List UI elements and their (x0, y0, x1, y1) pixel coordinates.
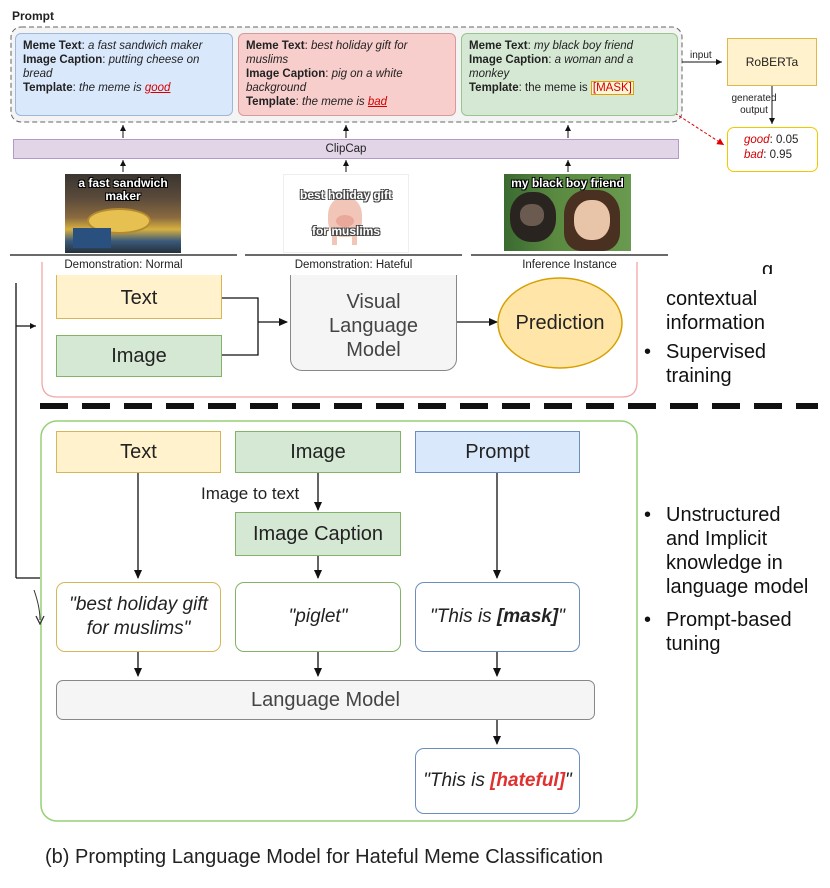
result-suffix: " (565, 770, 572, 791)
thumb-label-inference: Inference Instance (522, 259, 617, 271)
prompt-suffix: " (558, 606, 565, 627)
result-hateful-label: [hateful] (490, 770, 566, 791)
thumb-label-hateful: Demonstration: Hateful (294, 259, 413, 271)
good-label: good (744, 134, 770, 146)
output-label: output (740, 105, 768, 116)
template-prefix: the meme is (525, 82, 588, 94)
caption-value: putting cheese on bread (23, 54, 200, 80)
vlm-label: Visual Language Model (329, 290, 418, 361)
bullet-contextual: contextual information (666, 287, 765, 335)
template-mask: [MASK] (590, 81, 634, 95)
template-label: Template (23, 82, 73, 94)
bullet-line: information (666, 312, 765, 334)
meme-text-value: a fast sandwich maker (87, 40, 203, 52)
bullet-prompt-tuning: • Prompt-based tuning (644, 608, 792, 656)
bullet-line: and Implicit (666, 528, 768, 550)
image-caption-box: Image Caption (235, 512, 401, 556)
clipcap-bar: ClipCap (13, 139, 679, 159)
prompt-title: Prompt (12, 9, 54, 23)
template-label: Template (246, 96, 296, 108)
bullet-line: training (666, 365, 732, 387)
prompt-prefix: "This is (430, 606, 497, 627)
meme-text-value: my black boy friend (533, 40, 634, 52)
bad-score: : 0.95 (763, 149, 792, 161)
caption-label: Image Caption (246, 68, 326, 80)
bottom-prompt-box: Prompt (415, 431, 580, 473)
roberta-input-label: input (690, 50, 712, 61)
roberta-box: RoBERTa (727, 38, 817, 86)
meme-text-label: Meme Text (246, 40, 305, 52)
prompt-card-hateful: Meme Text: best holiday gift for muslims… (238, 33, 456, 116)
thumb-label-normal: Demonstration: Normal (64, 259, 183, 271)
meme-image-sandwich: a fast sandwich maker (65, 174, 181, 253)
prediction-label: Prediction (515, 311, 605, 334)
bad-label: bad (744, 149, 764, 161)
meme-text-label: Meme Text (23, 40, 82, 52)
caption-label: Image Caption (469, 54, 549, 66)
vlm-box: Visual Language Model (290, 275, 457, 371)
meme-text-label: Meme Text (469, 40, 528, 52)
template-prefix: the meme is (302, 96, 365, 108)
pig-caption-text: best holiday gift for muslims (299, 188, 392, 238)
meme-image-inference: my black boy friend (504, 174, 631, 251)
meme-text-value: best holiday gift for muslims (246, 40, 408, 66)
meme-image-pig: best holiday gift for muslims (283, 174, 409, 253)
figure-caption: (b) Prompting Language Model for Hateful… (45, 846, 604, 868)
quote-text-box: "best holiday gift for muslims" (56, 582, 221, 652)
bullet-dot-icon: • (644, 609, 652, 631)
result-prefix: "This is (423, 770, 491, 791)
caption-label: Image Caption (23, 54, 103, 66)
prompt-mask-token: [mask] (496, 606, 559, 627)
template-prefix: the meme is (79, 82, 142, 94)
bullet-unstructured: • Unstructured and Implicit knowledge in… (644, 503, 809, 599)
bullet-supervised: • Supervised training (644, 340, 767, 388)
generated-label: generated (731, 93, 777, 104)
prompt-card-inference: Meme Text: my black boy friend Image Cap… (461, 33, 678, 116)
partial-bullet-fragment: g (762, 260, 774, 274)
quote-text-value: "best holiday gift for muslims" (69, 594, 208, 639)
bullet-dot-icon: • (644, 504, 652, 526)
meme-caption-overlay: a fast sandwich maker (78, 176, 168, 203)
roberta-output-box: good: 0.05 bad: 0.95 (727, 127, 818, 172)
bullet-line: Prompt-based (666, 609, 792, 631)
bullet-line: tuning (666, 633, 721, 655)
bullet-line: Unstructured (666, 504, 781, 526)
bullet-line: language model (666, 576, 809, 598)
top-image-box: Image (56, 335, 222, 377)
top-text-box: Text (56, 275, 222, 319)
language-model-box: Language Model (56, 680, 595, 720)
bullet-line: Supervised (666, 341, 767, 363)
roberta-output-label: generated output (728, 93, 780, 117)
top-panel-frame (41, 262, 638, 398)
caption-value: pig on a white background (246, 68, 403, 94)
template-label: Template (469, 82, 519, 94)
good-score: : 0.05 (769, 134, 799, 146)
prompt-template-box: "This is [mask]" (415, 582, 580, 652)
bullet-dot-icon: • (644, 341, 652, 363)
bullet-line: contextual (666, 288, 758, 310)
meme-caption-overlay: my black boy friend (511, 176, 624, 190)
meme-caption-overlay: best holiday gift for muslims (298, 177, 394, 249)
bottom-image-box: Image (235, 431, 401, 473)
template-answer-bad: bad (367, 96, 388, 108)
prediction-ellipse (497, 277, 623, 369)
template-answer-good: good (144, 82, 171, 94)
image-to-text-label: Image to text (199, 484, 302, 504)
quote-caption-box: "piglet" (235, 582, 401, 652)
bullet-line: knowledge in (666, 552, 783, 574)
bottom-text-box: Text (56, 431, 221, 473)
prompt-card-normal: Meme Text: a fast sandwich maker Image C… (15, 33, 233, 116)
result-box: "This is [hateful]" (415, 748, 580, 814)
caption-value: a woman and a monkey (469, 54, 634, 80)
